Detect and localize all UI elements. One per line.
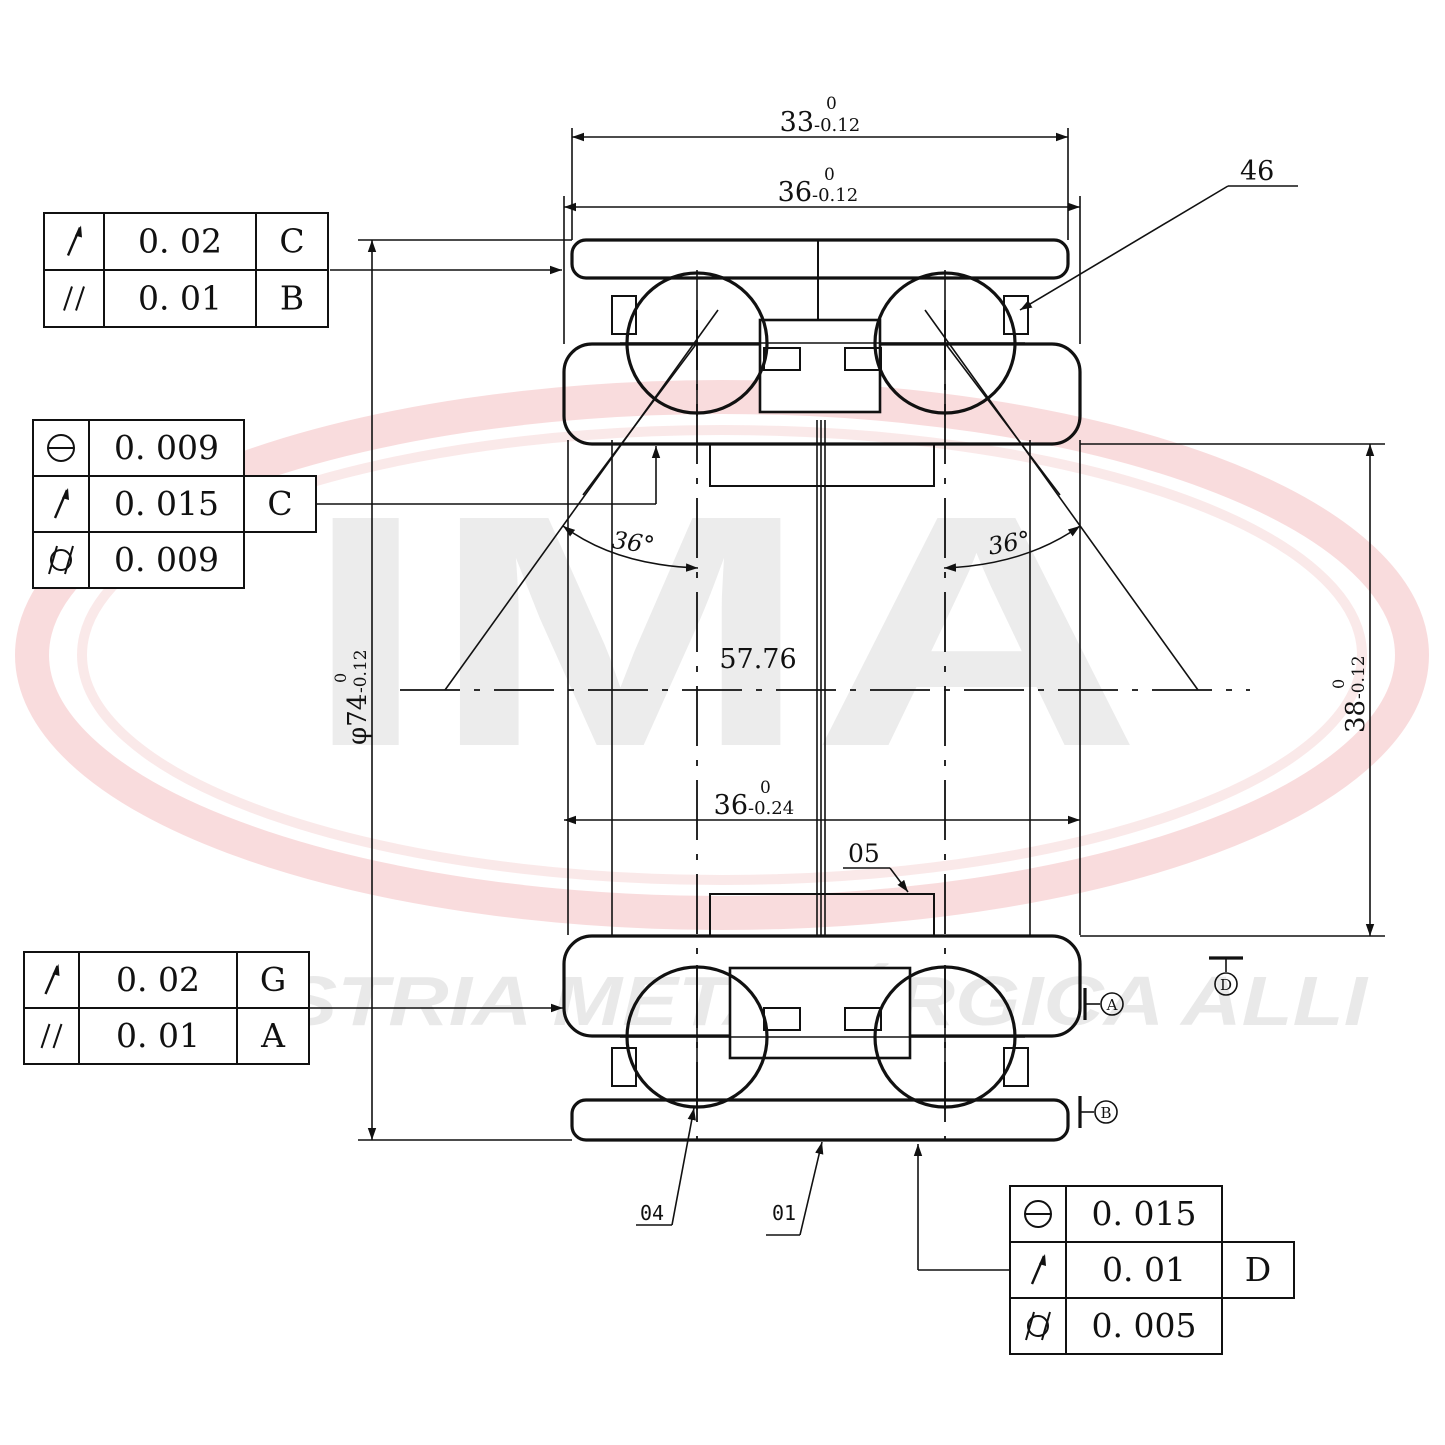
datum-b-label: B <box>1100 1104 1111 1122</box>
upper-spacer <box>709 443 935 487</box>
frame-leaders <box>308 265 1010 1271</box>
upper-cage-right <box>844 347 882 371</box>
parallelism-icon <box>63 286 85 311</box>
watermark-ring <box>15 380 1429 930</box>
datum-reference: B <box>280 279 304 318</box>
top-width-upper-tol: 0 <box>826 94 837 114</box>
runout-icon <box>66 225 82 256</box>
tolerance-value: 0. 01 <box>116 1016 200 1055</box>
outer-width-upper-tol: 0 <box>824 165 835 185</box>
outer-ring-part-label: 01 <box>772 1201 796 1225</box>
upper-outer-ring <box>562 238 1082 487</box>
centerlines <box>400 310 1250 1140</box>
tolerance-value: 0. 015 <box>1092 1194 1197 1233</box>
datum-reference: G <box>260 960 286 999</box>
ball-part-label: 04 <box>640 1201 664 1225</box>
datum-symbols: A B D <box>1078 956 1243 1128</box>
runout-icon <box>1030 1254 1046 1285</box>
outer-diameter-main: φ74 <box>343 694 373 745</box>
seal-part-label: 46 <box>1240 156 1274 187</box>
bore-main: 38 <box>1341 700 1371 733</box>
outer-diameter-dimension: φ74 0 -0.12 <box>331 649 373 745</box>
inner-width-dimension: 36 <box>714 790 748 821</box>
upper-seal-left <box>611 295 637 335</box>
tolerance-frame-top-left: 0. 02 C 0. 01 B <box>43 212 329 328</box>
parallelism-icon <box>40 1023 63 1049</box>
lower-seal-left <box>611 1047 637 1087</box>
tolerance-value: 0. 015 <box>114 484 219 523</box>
tolerance-value: 0. 009 <box>114 428 219 467</box>
cylindricity-icon <box>48 545 74 575</box>
outer-diameter-lower-tol: -0.12 <box>351 649 371 693</box>
dimension-texts: 33 0 -0.12 36 0 -0.12 36 0 -0.24 57.76 3… <box>331 94 1371 821</box>
datum-reference: C <box>279 222 304 261</box>
roundness-icon <box>1024 1200 1052 1228</box>
contact-angle-lines <box>444 309 1199 691</box>
dimension-lines <box>358 128 1385 1141</box>
tolerance-value: 0. 009 <box>114 540 219 579</box>
tolerance-value: 0. 01 <box>1102 1250 1186 1289</box>
cylindricity-icon <box>1025 1311 1051 1341</box>
tolerance-frame-bottom-left: 0. 02 G 0. 01 A <box>23 951 310 1065</box>
bore-dimension: 38 0 -0.12 <box>1329 655 1371 733</box>
lower-rings <box>562 893 1082 1142</box>
lower-seal-right <box>1003 1047 1029 1087</box>
datum-d-label: D <box>1220 976 1232 994</box>
outer-width-dimension: 36 <box>778 177 812 208</box>
pitch-dimension: 57.76 <box>719 644 796 675</box>
tolerance-value: 0. 01 <box>138 279 222 318</box>
tolerance-value: 0. 005 <box>1092 1306 1197 1345</box>
top-width-dimension: 33 <box>780 107 814 138</box>
lower-spacer <box>709 893 935 937</box>
inner-width-upper-tol: 0 <box>760 778 771 798</box>
roundness-icon <box>47 434 75 462</box>
datum-reference: D <box>1245 1250 1271 1289</box>
top-width-lower-tol: -0.12 <box>814 115 860 136</box>
tolerance-frame-bottom-right: 0. 015 0. 01 D 0. 005 <box>1009 1185 1295 1355</box>
datum-reference: A <box>260 1016 286 1055</box>
lower-cage-right <box>844 1007 882 1031</box>
inner-width-lower-tol: -0.24 <box>748 798 794 819</box>
bore-lower-tol: -0.12 <box>1349 655 1369 699</box>
runout-icon <box>44 964 60 995</box>
lower-outer-ring <box>570 1098 1070 1142</box>
datum-a-label: A <box>1106 996 1118 1014</box>
spacer-part-label: 05 <box>848 839 880 868</box>
tolerance-value: 0. 02 <box>138 222 222 261</box>
tolerance-value: 0. 02 <box>116 960 200 999</box>
bore-upper-tol: 0 <box>1329 679 1348 689</box>
part-leaders: 46 05 04 01 <box>636 156 1298 1236</box>
outer-diameter-upper-tol: 0 <box>331 673 350 683</box>
datum-reference: C <box>267 484 292 523</box>
outer-width-lower-tol: -0.12 <box>812 185 858 206</box>
watermark-logo: IMA <box>302 446 1142 815</box>
runout-icon <box>53 488 69 519</box>
tolerance-frame-mid-left: 0. 009 0. 015 C 0. 009 <box>32 419 317 589</box>
angle-left-label: 36° <box>610 526 656 560</box>
